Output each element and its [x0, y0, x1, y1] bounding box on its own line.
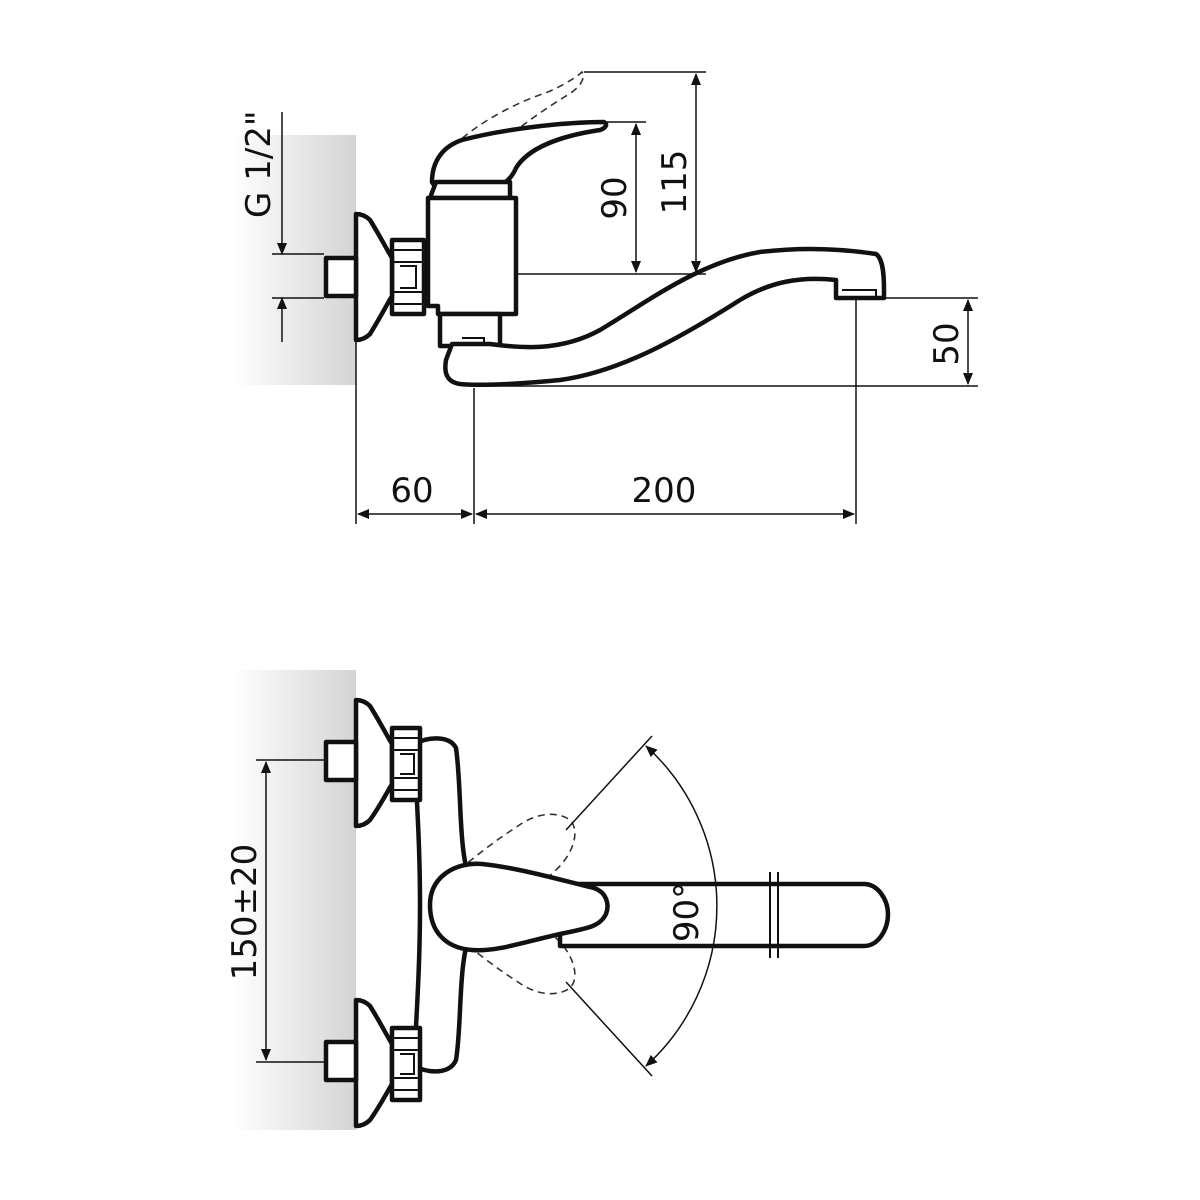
spout	[443, 246, 887, 388]
body-bottom-nut	[437, 311, 503, 349]
dim-spout-reach-label: 200	[632, 471, 697, 511]
dim-lever-raised-height-label: 115	[655, 150, 695, 215]
upper-connector-nut-ribs	[392, 737, 420, 791]
top-view-dimensions: 150±20 90°	[225, 735, 718, 1077]
spout-top	[557, 881, 891, 949]
rotation-arc	[645, 745, 718, 1067]
wall-flange	[353, 211, 395, 343]
side-view	[232, 70, 887, 388]
connector-nut	[389, 237, 427, 317]
upper-inlet-pipe	[323, 739, 359, 783]
dim-spout-height-label: 50	[927, 322, 967, 365]
dim-inlet-spacing-label: 150±20	[225, 844, 265, 981]
lower-inlet-pipe	[323, 1039, 359, 1083]
dim-lever-height-label: 90	[595, 176, 635, 219]
upper-wall-flange	[353, 697, 395, 829]
dim-thread-label: G 1/2"	[239, 110, 279, 218]
upper-connector-nut	[389, 725, 423, 803]
aerator	[842, 289, 877, 298]
lower-wall-flange	[353, 997, 395, 1129]
rotation-ext-upper	[565, 735, 653, 831]
lower-connector-nut-ribs	[392, 1037, 420, 1091]
inlet-pipe	[323, 255, 359, 299]
side-view-dimensions: G 1/2" 90 115 50 60 200	[239, 71, 978, 524]
dim-wall-offset-label: 60	[390, 471, 433, 511]
mixer-body	[425, 195, 519, 317]
connector-nut-ribs	[392, 249, 424, 305]
top-view	[232, 670, 891, 1130]
lower-connector-nut	[389, 1025, 423, 1103]
lever-top	[427, 861, 610, 953]
dim-lever-rotation-label: 90°	[667, 882, 707, 942]
rotation-ext-lower	[565, 981, 653, 1077]
raised-lever-outline	[431, 70, 584, 181]
lever-collar	[427, 179, 513, 201]
spout-break-marks	[769, 872, 779, 958]
